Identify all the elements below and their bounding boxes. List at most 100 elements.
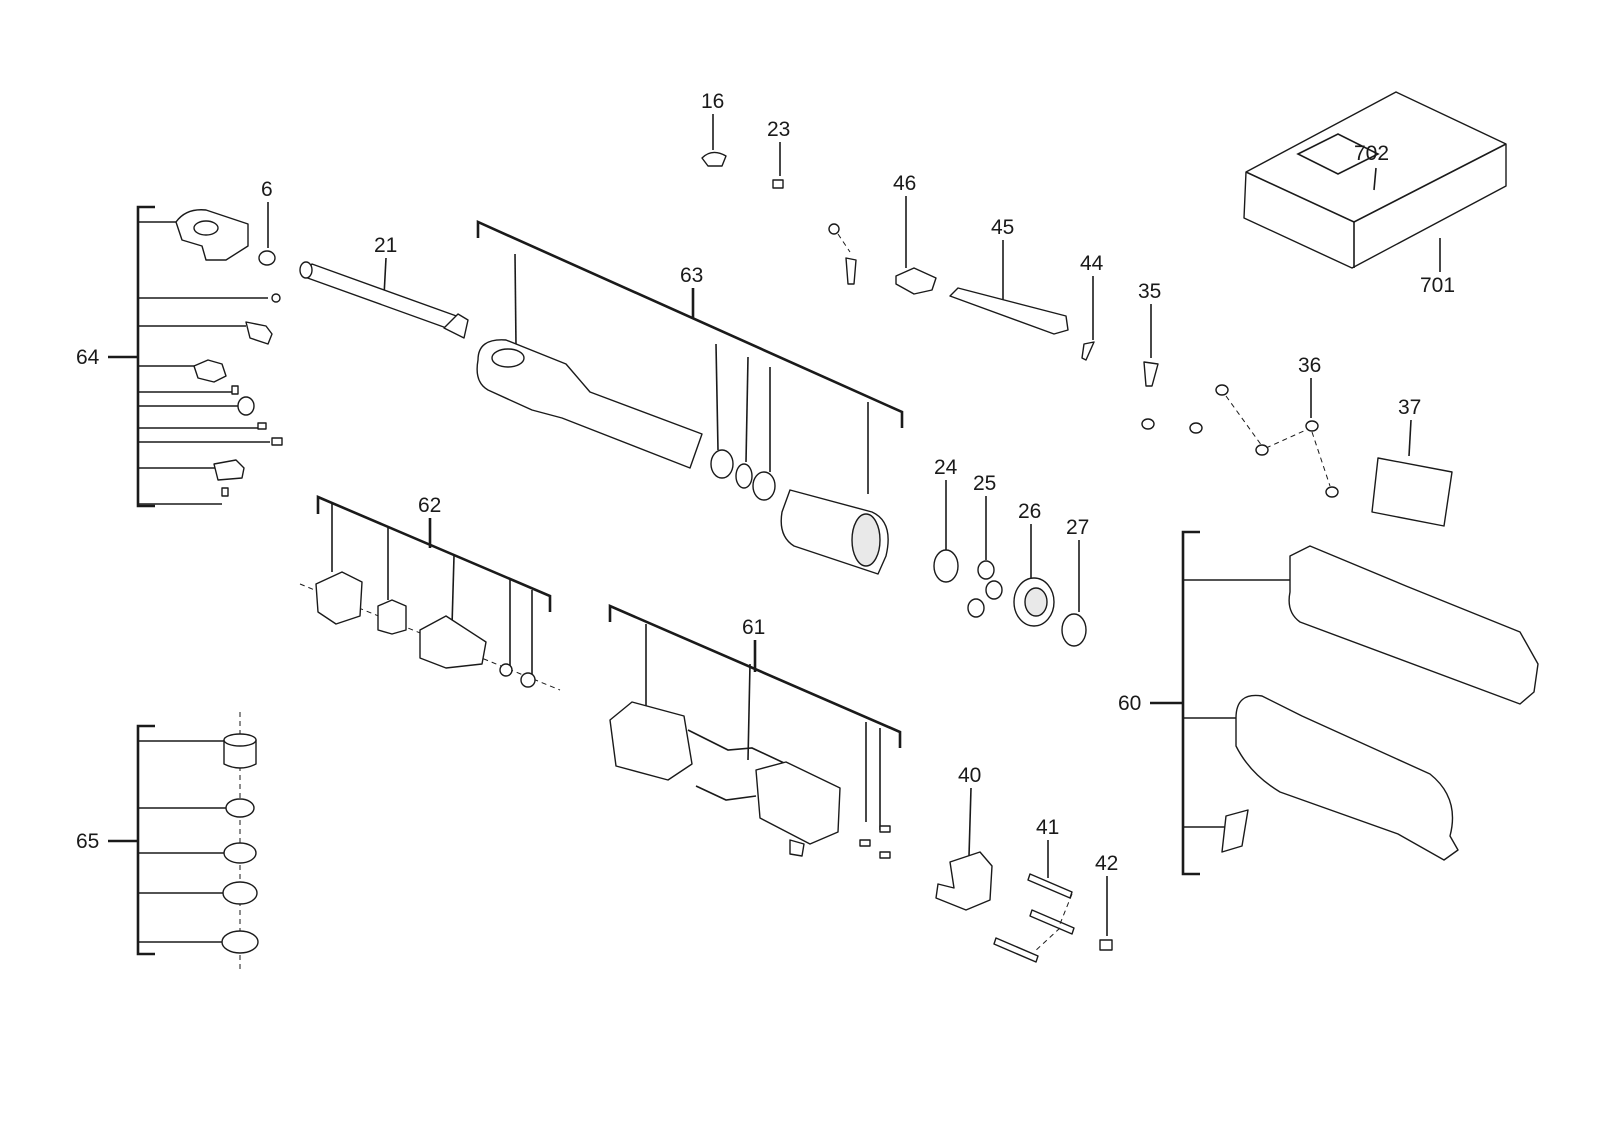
screw-36-c	[1325, 486, 1339, 498]
stator-61	[609, 701, 693, 781]
assembly-63: 63	[476, 219, 904, 575]
leader-63-b	[715, 343, 719, 451]
label-62[interactable]: 62	[418, 494, 441, 517]
screw-42	[1099, 939, 1113, 951]
leader-61-b	[747, 663, 751, 761]
part-36: 36	[1225, 354, 1339, 498]
part-21: 21	[299, 234, 469, 339]
part-46: 46	[828, 172, 937, 295]
label-61[interactable]: 61	[742, 616, 765, 639]
part-24: 24	[933, 456, 959, 583]
bracket-60	[1181, 530, 1200, 876]
part-41: 41	[993, 816, 1075, 963]
bracket-62	[316, 495, 552, 612]
nameplate-60	[1221, 809, 1249, 853]
label-25[interactable]: 25	[973, 472, 996, 495]
housing-half-left-60	[1288, 545, 1539, 705]
oring-65-b	[222, 881, 258, 905]
screw-36-a	[1255, 444, 1269, 456]
shaft-end-21	[299, 261, 313, 279]
label-46[interactable]: 46	[893, 172, 916, 195]
screw-35-d	[1215, 384, 1229, 396]
cover-hole	[193, 220, 219, 236]
part-16: 16	[701, 90, 727, 167]
assembly-61: 61	[608, 604, 902, 859]
label-65[interactable]: 65	[76, 830, 99, 853]
label-6[interactable]: 6	[261, 178, 273, 201]
part-42: 42	[1095, 852, 1118, 951]
leader-63-a	[514, 253, 517, 347]
pin-part-a	[231, 385, 239, 395]
part-27: 27	[1061, 516, 1089, 647]
lead-wire-61	[695, 785, 757, 801]
part-25: 25	[967, 472, 1003, 618]
label-701[interactable]: 701	[1420, 274, 1455, 297]
wires-61	[687, 729, 813, 777]
label-27[interactable]: 27	[1066, 516, 1089, 539]
label-26[interactable]: 26	[1018, 500, 1041, 523]
assembly-64: 64	[76, 205, 283, 508]
label-37[interactable]: 37	[1398, 396, 1421, 419]
assembly-62: 62	[299, 494, 561, 691]
label-40[interactable]: 40	[958, 764, 981, 787]
label-36[interactable]: 36	[1298, 354, 1321, 377]
label-24[interactable]: 24	[934, 456, 958, 479]
pin-44	[1081, 341, 1095, 361]
bracket-40	[935, 851, 993, 911]
label-16[interactable]: 16	[701, 90, 724, 113]
dash-41-a	[1059, 893, 1073, 925]
part-35: 35	[1138, 280, 1229, 434]
label-41[interactable]: 41	[1036, 816, 1059, 839]
spring-part	[271, 437, 283, 446]
label-21[interactable]: 21	[374, 234, 397, 257]
part-6: 6	[258, 178, 276, 266]
label-60[interactable]: 60	[1118, 692, 1141, 715]
pawl-part	[245, 321, 273, 345]
pin-part-b	[257, 422, 267, 430]
label-63[interactable]: 63	[680, 264, 703, 287]
bushing-6	[258, 250, 276, 266]
dash-41-b	[1033, 927, 1061, 953]
screw-41-a	[1027, 873, 1073, 899]
label-23[interactable]: 23	[767, 118, 790, 141]
part-26: 26	[1013, 500, 1055, 627]
label-44[interactable]: 44	[1080, 252, 1104, 275]
leader-62-c	[451, 555, 455, 627]
leader-37	[1408, 419, 1412, 457]
screw-23	[772, 179, 784, 189]
bracket-64	[136, 205, 155, 508]
bracket-63	[476, 219, 904, 428]
armature-62	[419, 615, 487, 669]
screw-head-46	[828, 223, 840, 235]
screw-61-c	[879, 851, 891, 859]
bearing-63-a	[710, 449, 734, 479]
lever-part	[213, 459, 245, 481]
label-45[interactable]: 45	[991, 216, 1014, 239]
knurled-nut-top	[223, 733, 257, 747]
small-screw-part	[271, 293, 281, 303]
oring-63	[735, 463, 753, 489]
switch-post-61	[789, 839, 805, 857]
screw-35-a	[1143, 361, 1159, 387]
planet-gear-25-a	[977, 560, 995, 580]
electronics-module-61	[755, 761, 841, 845]
shaft-spline-21	[443, 313, 469, 339]
screw-41-b	[1029, 909, 1075, 935]
dash-46	[837, 233, 851, 253]
drive-shaft-21	[301, 263, 463, 331]
label-42[interactable]: 42	[1095, 852, 1118, 875]
lever-45	[949, 287, 1069, 335]
part-44: 44	[1080, 252, 1104, 361]
label-35[interactable]: 35	[1138, 280, 1161, 303]
housing-head-hole	[491, 348, 525, 368]
screw-36-b	[1305, 420, 1319, 432]
label-702[interactable]: 702	[1354, 142, 1389, 165]
snap-ring-65-a	[225, 798, 255, 818]
oring-65-a	[223, 842, 257, 864]
label-64[interactable]: 64	[76, 346, 100, 369]
knob-part	[237, 396, 255, 416]
part-37: 37	[1371, 396, 1453, 527]
part-701-702: 702 701	[1243, 91, 1507, 297]
pin-part-c	[221, 487, 229, 497]
